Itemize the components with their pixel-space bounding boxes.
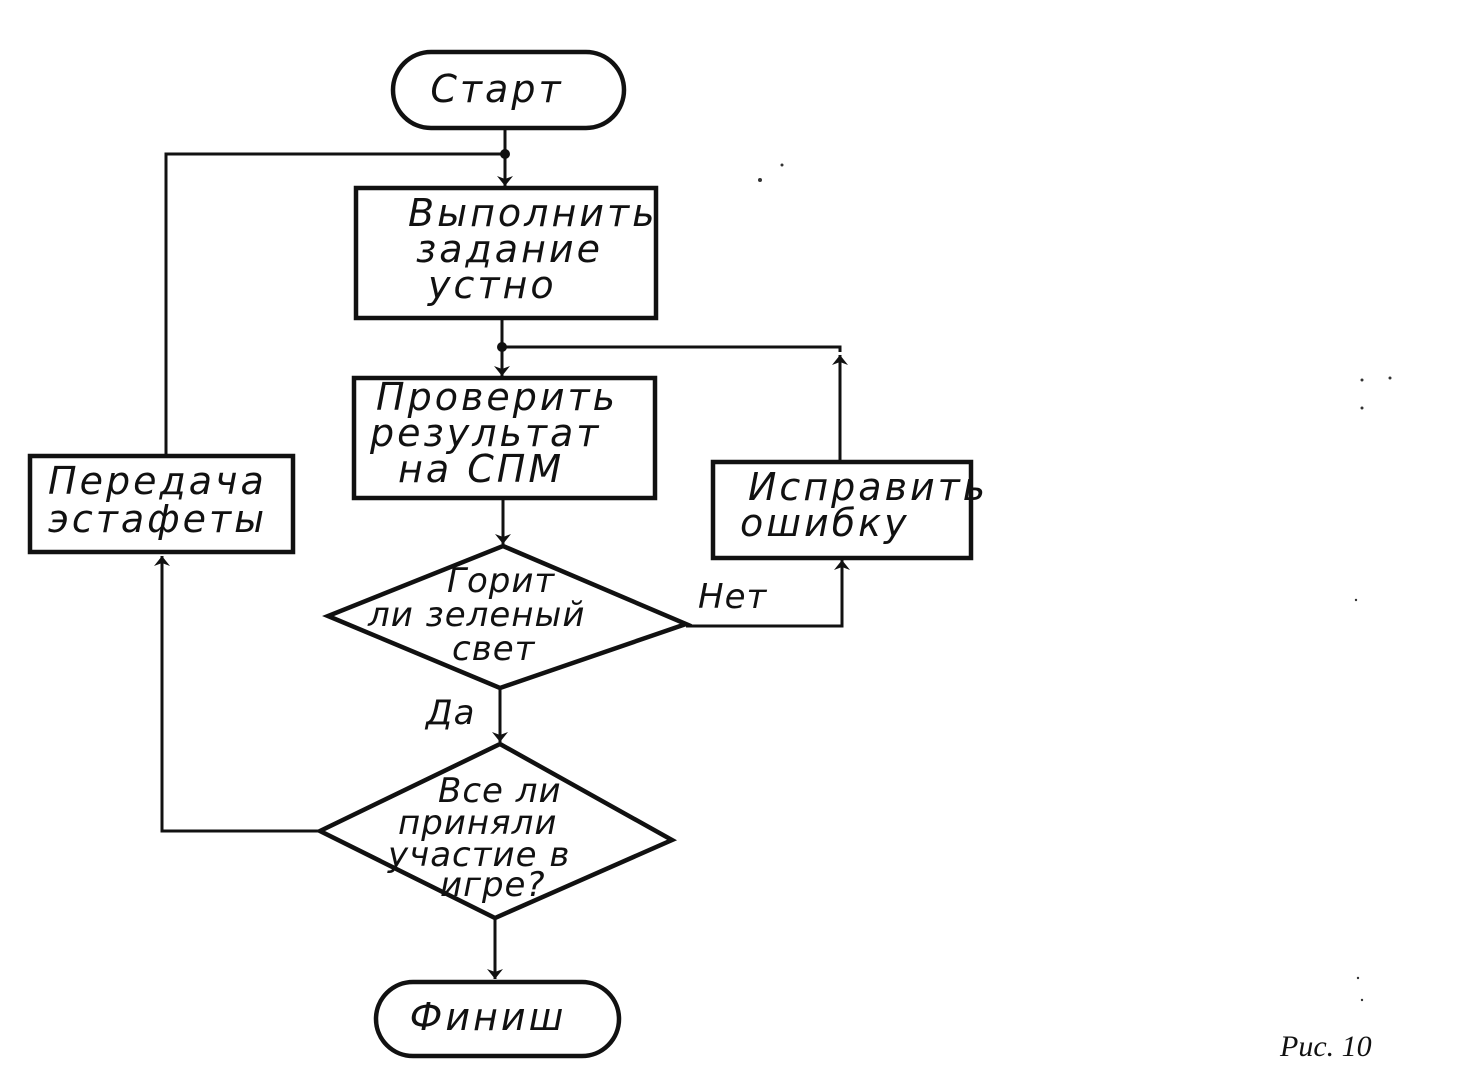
fix-error-line-1: Исправить	[748, 465, 988, 509]
process-fix-error: Исправить ошибку	[710, 459, 988, 561]
edge-decision-no	[686, 560, 850, 628]
edge-fix-return	[502, 345, 842, 352]
all-played-line-2: приняли	[398, 803, 557, 843]
decision-all-played: Все ли приняли участие в игре?	[314, 741, 678, 921]
connectors	[154, 128, 850, 979]
figure-caption: Рис. 10	[1279, 1030, 1372, 1063]
do-task-line-1: Выполнить	[408, 191, 658, 235]
scan-specks	[758, 163, 1392, 1002]
check-line-2: результат	[369, 411, 601, 455]
edge-relay-return	[164, 152, 505, 454]
decision-green-light: Горит ли зеленый свет	[322, 543, 693, 691]
all-played-line-1: Все ли	[438, 771, 562, 811]
edge-label-yes: Да	[424, 693, 475, 733]
green-light-line-2: ли зеленый	[367, 595, 585, 635]
start-terminal: Старт	[390, 49, 627, 131]
process-relay: Передача эстафеты	[27, 453, 296, 555]
all-played-line-4: игре?	[440, 865, 546, 905]
relay-line-1: Передача	[48, 459, 267, 503]
green-light-line-3: свет	[452, 629, 536, 669]
check-line-1: Проверить	[376, 375, 618, 419]
do-task-line-2: задание	[416, 227, 603, 271]
edge-label-no: Нет	[698, 577, 767, 617]
all-played-line-3: участие в	[387, 835, 570, 875]
fix-error-line-2: ошибку	[740, 501, 910, 545]
junction-dot-mid	[497, 342, 507, 352]
process-do-task: Выполнить задание устно	[353, 185, 659, 321]
edge-all-to-relay	[154, 556, 320, 833]
finish-terminal: Финиш	[373, 979, 622, 1059]
check-line-3: на СПМ	[398, 447, 564, 491]
do-task-line-3: устно	[427, 263, 557, 307]
process-check: Проверить результат на СПМ	[351, 375, 658, 501]
start-label: Старт	[430, 67, 563, 111]
finish-label: Финиш	[410, 995, 567, 1039]
green-light-line-1: Горит	[447, 561, 555, 601]
junction-dot-top	[500, 149, 510, 159]
relay-line-2: эстафеты	[48, 497, 267, 541]
